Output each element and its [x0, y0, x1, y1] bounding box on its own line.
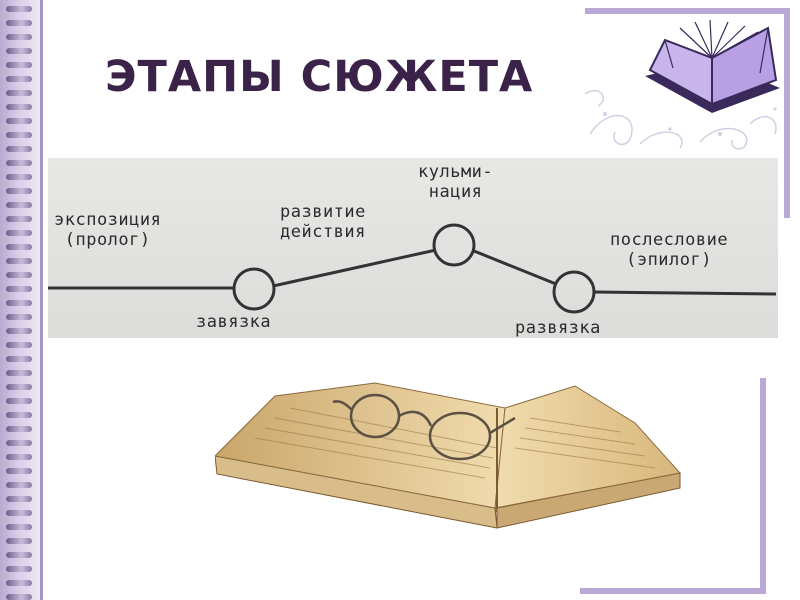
- stage-label-line: действия: [280, 222, 366, 242]
- spiral-binding: [0, 0, 40, 600]
- spiral-ring: [6, 202, 32, 208]
- spiral-ring: [6, 244, 32, 250]
- spiral-ring: [6, 370, 32, 376]
- decorative-frame-top: [585, 8, 790, 14]
- spiral-ring: [6, 76, 32, 82]
- stage-label-resolution: развязка: [515, 318, 601, 338]
- plot-line-graphic: [48, 223, 777, 314]
- slide-title: ЭТАПЫ СЮЖЕТА: [105, 52, 534, 102]
- spiral-ring: [6, 356, 32, 362]
- spiral-ring: [6, 90, 32, 96]
- stage-label-line: экспозиция: [54, 210, 162, 230]
- spiral-ring: [6, 510, 32, 516]
- stage-label-line: развязка: [515, 318, 601, 338]
- spiral-ring: [6, 328, 32, 334]
- spiral-ring: [6, 496, 32, 502]
- decorative-swirls: [584, 89, 777, 150]
- spiral-ring: [6, 216, 32, 222]
- resolution-node: [552, 270, 596, 314]
- stage-label-epilogue: послесловие (эпилог): [610, 230, 728, 270]
- spiral-ring: [6, 272, 32, 278]
- climax-node: [432, 223, 476, 267]
- spiral-ring: [6, 482, 32, 488]
- open-book-icon: [645, 19, 780, 113]
- open-book-with-glasses-image: [215, 382, 681, 529]
- spiral-ring: [6, 188, 32, 194]
- spiral-ring: [6, 426, 32, 432]
- spiral-ring: [6, 48, 32, 54]
- decorative-frame-bottom: [580, 588, 766, 594]
- spiral-ring: [6, 286, 32, 292]
- spiral-ring: [6, 314, 32, 320]
- spiral-ring: [6, 104, 32, 110]
- spiral-ring: [6, 230, 32, 236]
- decorative-frame-right: [784, 8, 790, 218]
- spiral-ring: [6, 524, 32, 530]
- spiral-ring: [6, 300, 32, 306]
- spiral-ring: [6, 566, 32, 572]
- spiral-ring: [6, 594, 32, 600]
- spiral-ring: [6, 440, 32, 446]
- stage-label-inciting: завязка: [196, 312, 271, 332]
- rising-action-line: [272, 248, 437, 288]
- spiral-ring: [6, 118, 32, 124]
- falling-action-line: [473, 249, 557, 286]
- stage-label-exposition: экспозиция (пролог): [54, 210, 161, 250]
- stage-label-line: нация: [428, 182, 483, 202]
- plot-diagram: экспозиция (пролог) завязка развитие дей…: [48, 158, 778, 338]
- stage-label-line: (эпилог): [626, 250, 712, 270]
- decorative-frame-bottom-right: [760, 378, 766, 593]
- spiral-divider-line: [40, 0, 43, 600]
- spiral-ring: [6, 342, 32, 348]
- spiral-ring: [6, 174, 32, 180]
- stage-label-line: развитие: [280, 202, 366, 222]
- stage-label-line: послесловие: [610, 230, 729, 250]
- spiral-ring: [6, 552, 32, 558]
- exposition-node: [232, 267, 276, 311]
- stage-label-rising-action: развитие действия: [280, 202, 366, 242]
- epilogue-line: [593, 290, 777, 296]
- spiral-ring: [6, 160, 32, 166]
- spiral-ring: [6, 146, 32, 152]
- spiral-ring: [6, 6, 32, 12]
- spiral-ring: [6, 20, 32, 26]
- stage-label-climax: кульми- нация: [418, 162, 493, 202]
- spiral-ring: [6, 454, 32, 460]
- spiral-ring: [6, 62, 32, 68]
- spiral-ring: [6, 384, 32, 390]
- spiral-ring: [6, 258, 32, 264]
- spiral-ring: [6, 398, 32, 404]
- spiral-ring: [6, 132, 32, 138]
- stage-label-line: кульми-: [418, 162, 494, 182]
- stage-label-line: завязка: [196, 312, 272, 332]
- spiral-ring: [6, 34, 32, 40]
- spiral-ring: [6, 412, 32, 418]
- stage-label-line: (пролог): [64, 230, 151, 250]
- spiral-ring: [6, 580, 32, 586]
- spiral-ring: [6, 538, 32, 544]
- spiral-ring: [6, 468, 32, 474]
